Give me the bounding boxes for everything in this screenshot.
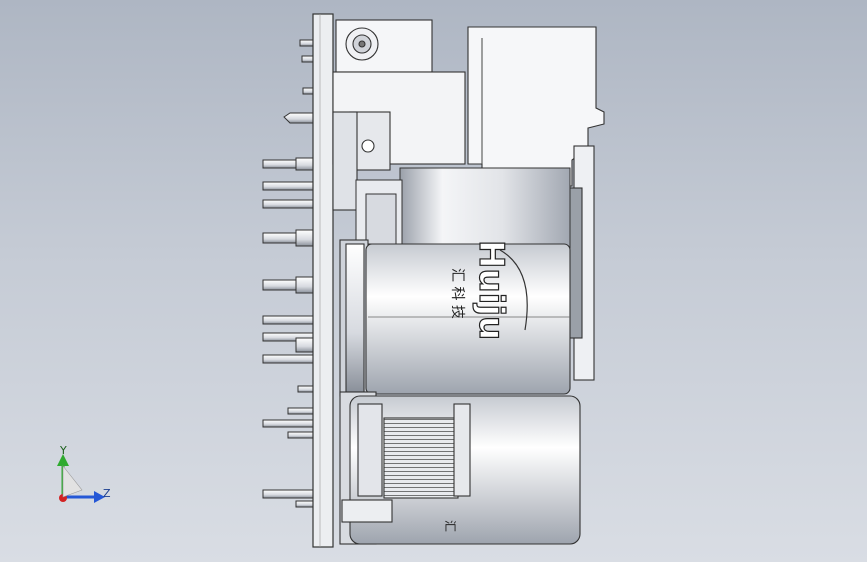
axis-triad [57, 454, 105, 503]
z-axis-head [94, 491, 105, 503]
housing [355, 167, 571, 251]
lower-capacitor-label: 汇 [443, 520, 457, 532]
z-axis-label: Z [103, 487, 111, 500]
upper-capacitor [339, 239, 571, 397]
connector-pins [262, 39, 315, 508]
triad-plane [62, 465, 83, 498]
y-axis-label: Y [59, 444, 67, 457]
logo-swoosh [499, 249, 528, 331]
y-axis-head [57, 454, 69, 466]
lower-capacitor [339, 391, 581, 545]
pcb-plate [312, 13, 334, 548]
top-bracket [332, 19, 466, 211]
relay-block [467, 26, 605, 381]
brand-logo: Huiju [471, 240, 511, 340]
capacitor-label: 汇 科 技 [449, 268, 465, 319]
